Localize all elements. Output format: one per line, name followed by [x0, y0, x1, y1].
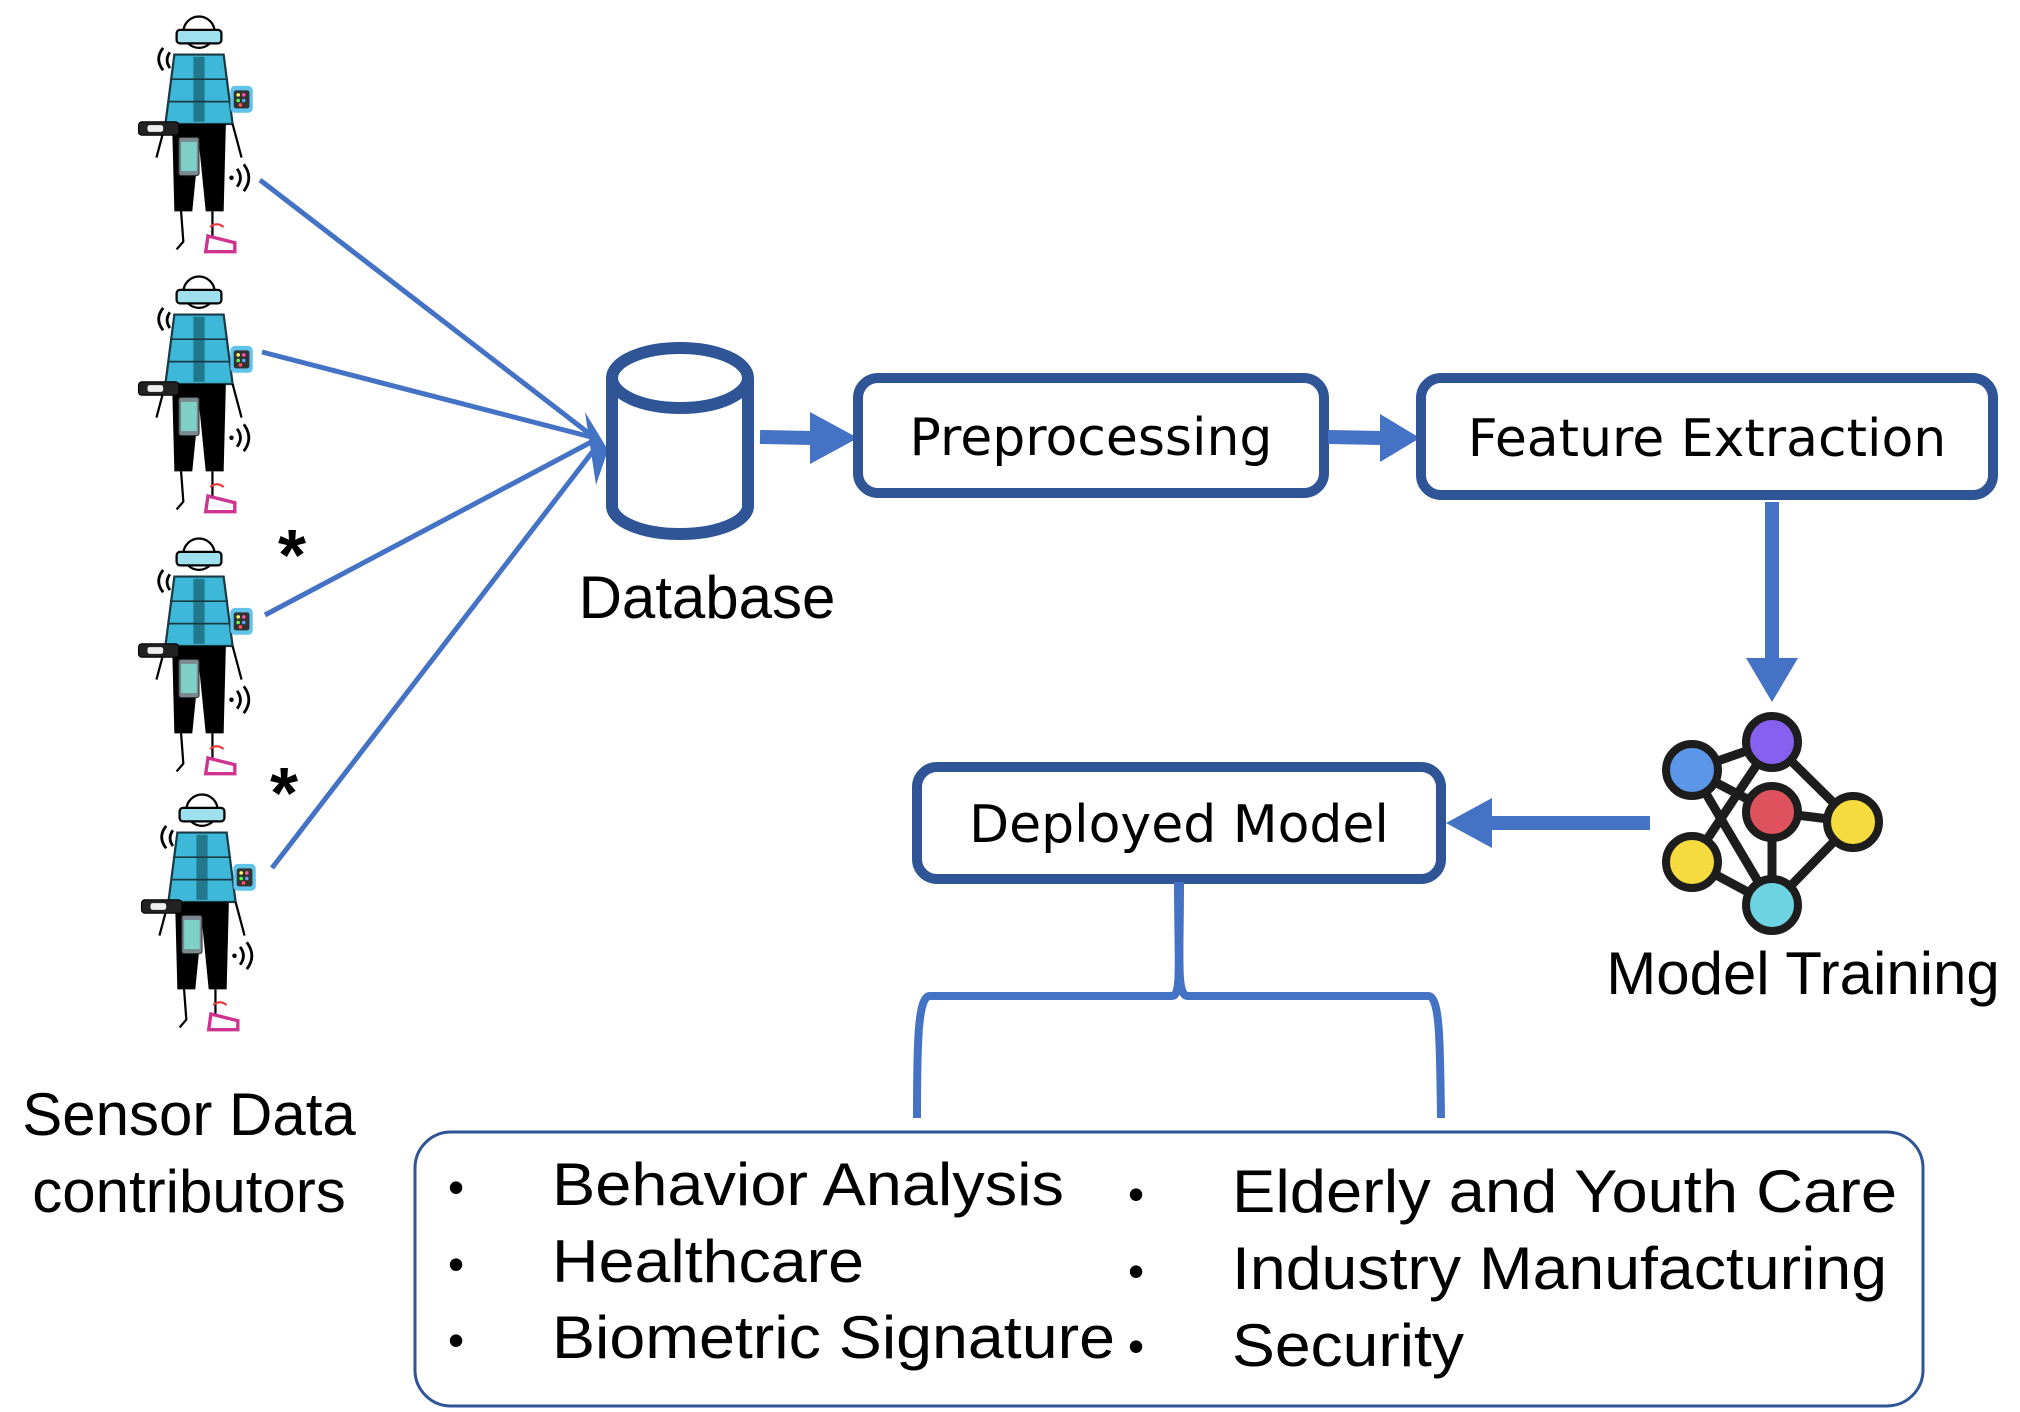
arrowhead-icon — [1746, 658, 1798, 702]
nn-node-yellow — [1662, 832, 1722, 892]
applications-right-list: • Elderly and Youth Care • Industry Manu… — [1128, 1158, 1897, 1379]
asterisk-marker: * — [278, 516, 306, 596]
nn-node-red — [1742, 782, 1802, 842]
bullet: • — [448, 1314, 464, 1366]
preprocessing-label: Preprocessing — [910, 408, 1273, 468]
contributor-figure — [136, 274, 255, 514]
contributor-connectors — [258, 178, 602, 870]
application-item: Security — [1232, 1312, 1464, 1379]
connector-line — [263, 437, 597, 618]
nn-node-blue — [1662, 740, 1722, 800]
bullet: • — [1128, 1245, 1144, 1297]
arrow-to-feature-extraction — [1327, 430, 1383, 445]
contributor-figure — [139, 792, 258, 1032]
bullet: • — [1128, 1320, 1144, 1372]
application-item: Biometric Signature — [552, 1304, 1115, 1371]
nn-node-cyan — [1742, 875, 1802, 935]
arrowhead-icon — [810, 412, 858, 464]
arrow-to-preprocessing — [759, 430, 813, 445]
model-training-label: Model Training — [1606, 940, 2000, 1007]
feature-extraction-label: Feature Extraction — [1468, 409, 1947, 469]
contributor-figure — [136, 14, 255, 254]
database-input-arrowhead — [585, 412, 608, 485]
deployed-model-box — [912, 762, 1446, 884]
application-item: Healthcare — [552, 1228, 864, 1295]
feature-extraction-box — [1416, 373, 1998, 500]
application-item: Elderly and Youth Care — [1232, 1158, 1897, 1225]
neural-network-icon — [1662, 712, 1883, 935]
bullet: • — [448, 1161, 464, 1213]
connector-line — [261, 349, 596, 441]
bullet: • — [448, 1238, 464, 1290]
nn-node-yellow — [1823, 792, 1883, 852]
arrowhead-icon — [1380, 414, 1420, 462]
deployed-model-label: Deployed Model — [969, 795, 1389, 855]
connector-line — [270, 440, 602, 870]
applications-box — [413, 1130, 1925, 1408]
connector-line — [258, 178, 597, 440]
application-item: Industry Manufacturing — [1232, 1235, 1887, 1302]
curly-brace — [913, 881, 1445, 1119]
bullet: • — [1128, 1168, 1144, 1220]
application-item: Behavior Analysis — [552, 1151, 1064, 1218]
arrowhead-icon — [1446, 798, 1492, 848]
database-icon — [606, 342, 754, 540]
contributor-figure — [136, 536, 255, 776]
database-label: Database — [579, 564, 836, 631]
applications-left-list: • Behavior Analysis • Healthcare • Biome… — [448, 1151, 1115, 1371]
contributors-label-line1: Sensor Data — [22, 1081, 356, 1148]
contributors-label-line2: contributors — [32, 1158, 345, 1225]
preprocessing-box — [853, 373, 1329, 498]
asterisk-marker: * — [270, 754, 298, 834]
nn-node-purple — [1742, 712, 1802, 772]
